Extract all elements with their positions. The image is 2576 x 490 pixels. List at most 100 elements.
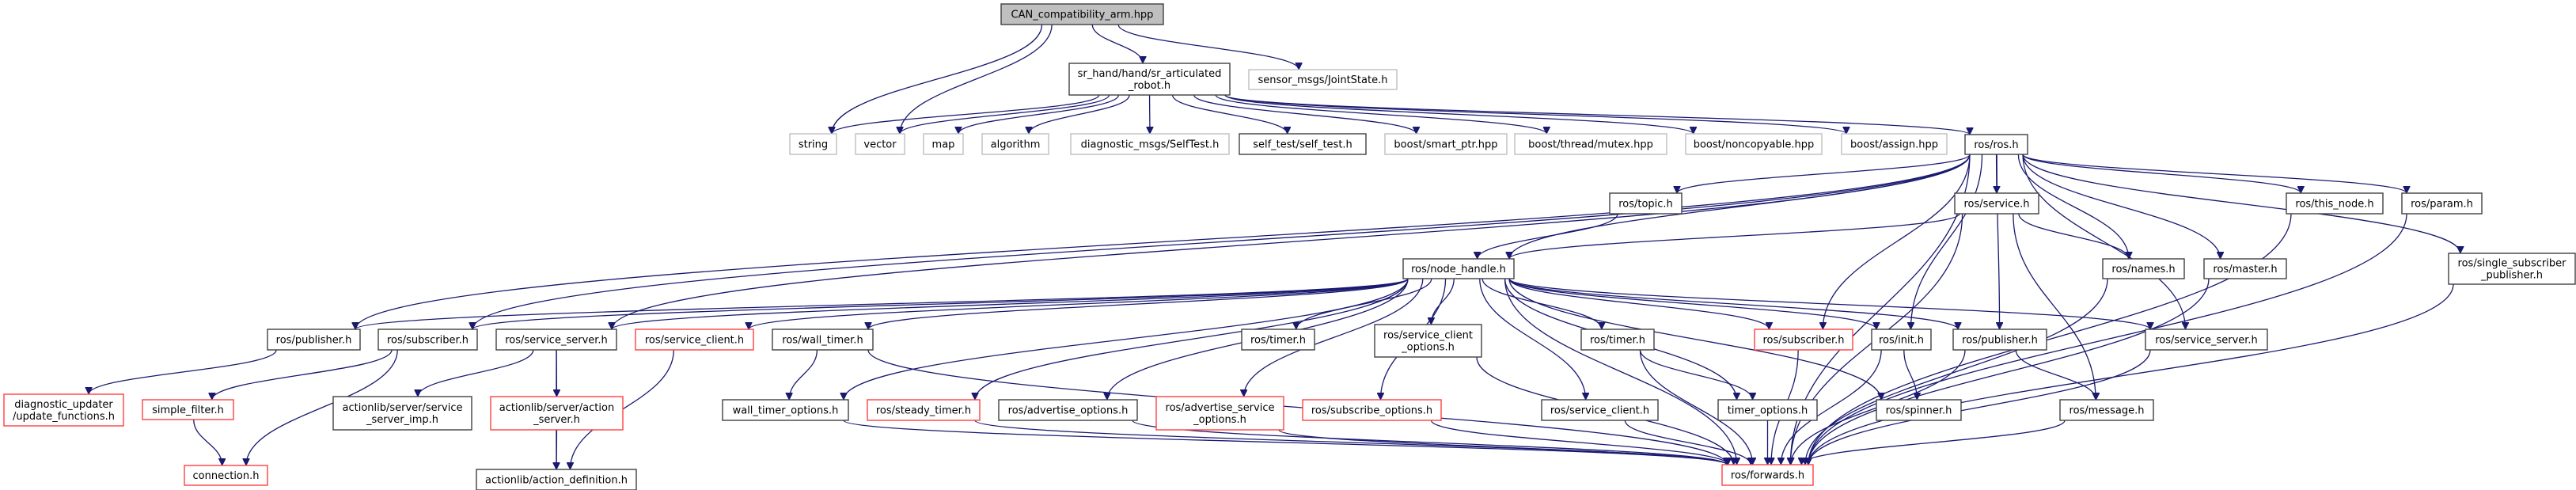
node-label: diagnostic_msgs/SelfTest.h [1081, 139, 1220, 151]
edge-this_node-to-forwards [1808, 213, 2292, 465]
node-label: algorithm [991, 139, 1041, 151]
node-service_client1[interactable]: ros/service_client.h [635, 329, 754, 351]
node-single_sub_pub[interactable]: ros/single_subscriber_publisher.h [2448, 253, 2576, 285]
node-box [1876, 399, 1962, 421]
edge-service-to-node_handle [1509, 213, 1960, 260]
edge-adv_srv_opts-to-forwards [1278, 429, 1727, 465]
node-box [1609, 192, 1683, 215]
edge-sr_robot-to-vector [900, 94, 1110, 135]
edge-master-to-forwards [1808, 278, 2210, 465]
edge-ros-to-subscriber1 [472, 154, 1971, 329]
node-noncopyable: boost/noncopyable.hpp [1685, 133, 1823, 155]
node-subscriber1[interactable]: ros/subscriber.h [377, 329, 478, 351]
node-sr_robot[interactable]: sr_hand/hand/sr_articulated_robot.h [1068, 63, 1231, 96]
node-publisher1[interactable]: ros/publisher.h [267, 329, 361, 351]
node-box [1070, 133, 1230, 155]
node-timer2[interactable]: ros/timer.h [1580, 329, 1655, 351]
edge-node_handle-to-timer2 [1481, 278, 1602, 330]
node-this_node[interactable]: ros/this_node.h [2286, 192, 2384, 215]
node-label: ros/single_subscriber [2458, 258, 2567, 270]
node-box [1541, 399, 1659, 421]
nodes-layer: CAN_compatibility_arm.hpp sr_hand/hand/sr… [3, 3, 2576, 490]
node-label: self_test/self_test.h [1253, 139, 1352, 151]
node-box [1241, 329, 1315, 351]
node-mutex: boost/thread/mutex.hpp [1514, 133, 1667, 155]
node-box [3, 393, 124, 427]
node-adv_srv_opts[interactable]: ros/advertise_service_options.h [1155, 396, 1284, 431]
node-connection[interactable]: connection.h [184, 465, 268, 486]
node-timer_opts[interactable]: timer_options.h [1717, 399, 1818, 421]
node-srv_server_imp[interactable]: actionlib/server/service_server_imp.h [332, 396, 472, 431]
node-param[interactable]: ros/param.h [2401, 192, 2483, 215]
node-spinner[interactable]: ros/spinner.h [1876, 399, 1962, 421]
node-service_client2[interactable]: ros/service_client.h [1541, 399, 1659, 421]
node-label: ros/wall_timer.h [782, 335, 863, 347]
edge-node_handle-to-timer1 [1296, 278, 1432, 330]
node-subscriber2[interactable]: ros/subscriber.h [1754, 329, 1853, 351]
node-box [1302, 399, 1442, 421]
edge-sr_robot-to-string [832, 94, 1100, 135]
node-label: ros/param.h [2411, 199, 2473, 211]
node-srv_client_opts[interactable]: ros/service_client_options.h [1374, 324, 1482, 358]
edge-root-to-vector [900, 24, 1053, 134]
node-box [1000, 3, 1164, 25]
node-node_handle[interactable]: ros/node_handle.h [1402, 258, 1515, 279]
edge-sr_robot-to-map [958, 94, 1120, 135]
node-box [1248, 69, 1398, 90]
node-service_server2[interactable]: ros/service_server.h [2145, 329, 2268, 351]
node-label: ros/message.h [2070, 405, 2145, 417]
node-message[interactable]: ros/message.h [2059, 399, 2154, 421]
node-label: ros/service_server.h [2155, 335, 2258, 347]
edge-service_client2-to-forwards [1624, 420, 1751, 465]
node-forwards[interactable]: ros/forwards.h [1721, 464, 1814, 486]
node-publisher2[interactable]: ros/publisher.h [1952, 329, 2047, 351]
node-label: CAN_compatibility_arm.hpp [1011, 9, 1154, 21]
node-label: ros/init.h [1879, 335, 1924, 347]
edge-ros-to-names [2017, 154, 2129, 259]
edge-message-to-forwards [1801, 420, 2066, 465]
edge-wall_timer_opts-to-forwards [843, 420, 1727, 465]
edge-node_handle-to-service_client2 [1479, 278, 1586, 400]
node-timer1[interactable]: ros/timer.h [1241, 329, 1315, 351]
edge-timer2-to-forwards [1639, 349, 1752, 465]
node-subscribe_opts[interactable]: ros/subscribe_options.h [1302, 399, 1442, 421]
node-box [476, 469, 637, 490]
node-action_server[interactable]: actionlib/server/action_server.h [490, 396, 624, 431]
node-label: ros/subscriber.h [1762, 335, 1844, 347]
node-service_server1[interactable]: ros/service_server.h [495, 329, 617, 351]
node-wall_timer_opts[interactable]: wall_timer_options.h [722, 399, 849, 421]
node-box [1952, 329, 2047, 351]
node-box [867, 399, 981, 421]
edge-sr_robot-to-ros [1224, 94, 1970, 135]
node-wall_timer[interactable]: ros/wall_timer.h [772, 329, 874, 351]
node-label: /update_functions.h [13, 411, 115, 423]
edge-init-to-spinner [1903, 349, 1918, 400]
node-root[interactable]: CAN_compatibility_arm.hpp [1000, 3, 1164, 25]
node-ros[interactable]: ros/ros.h [1964, 134, 2028, 155]
node-master[interactable]: ros/master.h [2203, 258, 2287, 279]
node-label: diagnostic_updater [14, 399, 113, 411]
node-box [2203, 258, 2287, 279]
node-label: actionlib/server/action [499, 402, 614, 414]
node-steady_timer[interactable]: ros/steady_timer.h [867, 399, 981, 421]
node-label: _server.h [533, 414, 580, 426]
edge-ros-to-init [1911, 154, 1983, 329]
node-label: ros/publisher.h [1962, 335, 2038, 347]
node-simple_filter[interactable]: simple_filter.h [142, 399, 234, 420]
edge-node_handle-to-service_server1 [612, 278, 1409, 330]
node-action_def[interactable]: actionlib/action_definition.h [476, 469, 637, 490]
edge-node_handle-to-srv_client_opts [1431, 278, 1455, 325]
node-init[interactable]: ros/init.h [1871, 329, 1932, 351]
node-self_test[interactable]: self_test/self_test.h [1239, 133, 1367, 155]
edge-service_server2-to-forwards [1808, 349, 2151, 465]
edge-ros-to-topic [1677, 154, 1971, 194]
node-label: wall_timer_options.h [733, 405, 839, 417]
node-box [722, 399, 849, 421]
edge-node_handle-to-wall_timer [868, 278, 1409, 330]
node-service[interactable]: ros/service.h [1954, 192, 2039, 215]
node-box [1374, 324, 1482, 358]
node-diag_updater[interactable]: diagnostic_updater/update_functions.h [3, 393, 124, 427]
node-topic[interactable]: ros/topic.h [1609, 192, 1683, 215]
node-advertise_opts[interactable]: ros/advertise_options.h [998, 399, 1138, 421]
node-names[interactable]: ros/names.h [2102, 258, 2185, 279]
